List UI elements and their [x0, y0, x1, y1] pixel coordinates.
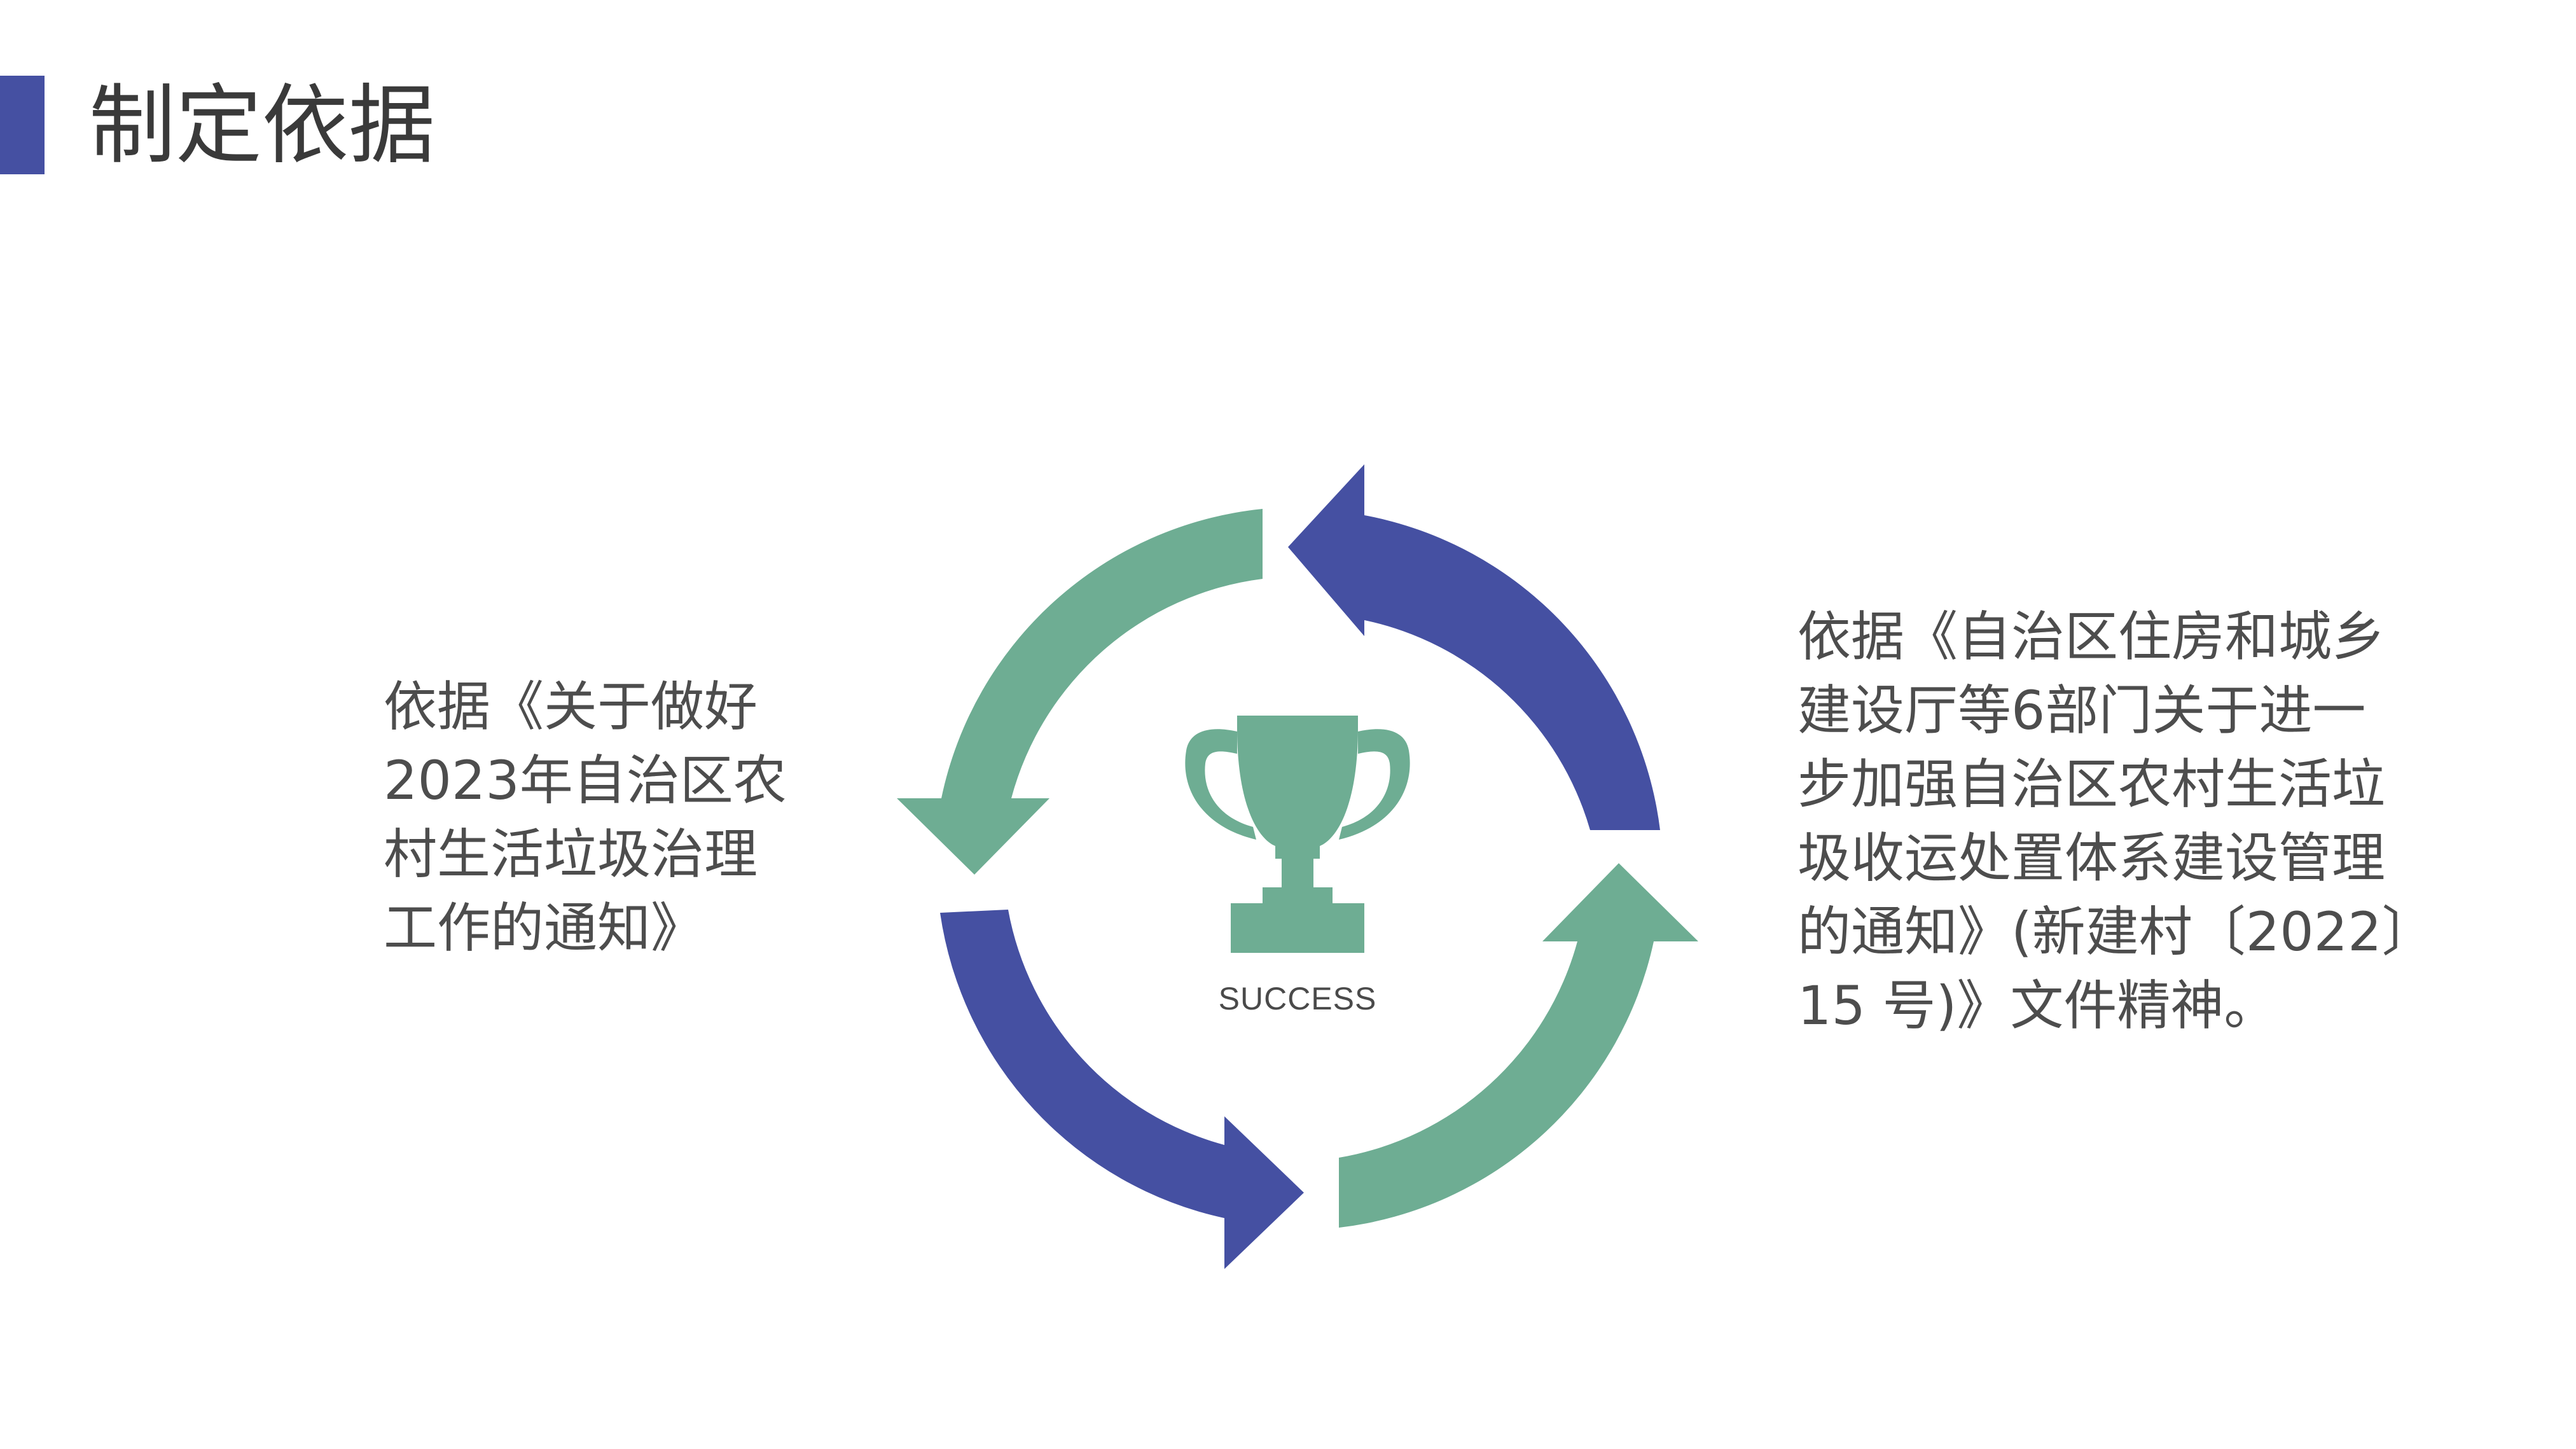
- title-accent-bar: [0, 76, 45, 174]
- trophy-icon: [1185, 716, 1410, 953]
- cycle-arrow-green-bottom-right: [1339, 863, 1698, 1228]
- left-basis-text: 依据《关于做好 2023年自治区农 村生活垃圾治理 工作的通知》: [384, 676, 787, 959]
- cycle-arrow-blue-bottom-left: [940, 910, 1304, 1269]
- right-basis-text: 依据《自治区住房和城乡 建设厅等6部门关于进一 步加强自治区农村生活垃 圾收运处…: [1797, 606, 2435, 1037]
- page-title: 制定依据: [89, 76, 435, 176]
- success-label: SUCCESS: [1218, 981, 1377, 1016]
- cycle-arrow-blue-top-right: [1288, 464, 1660, 830]
- cycle-arrow-green-top-left: [897, 509, 1263, 875]
